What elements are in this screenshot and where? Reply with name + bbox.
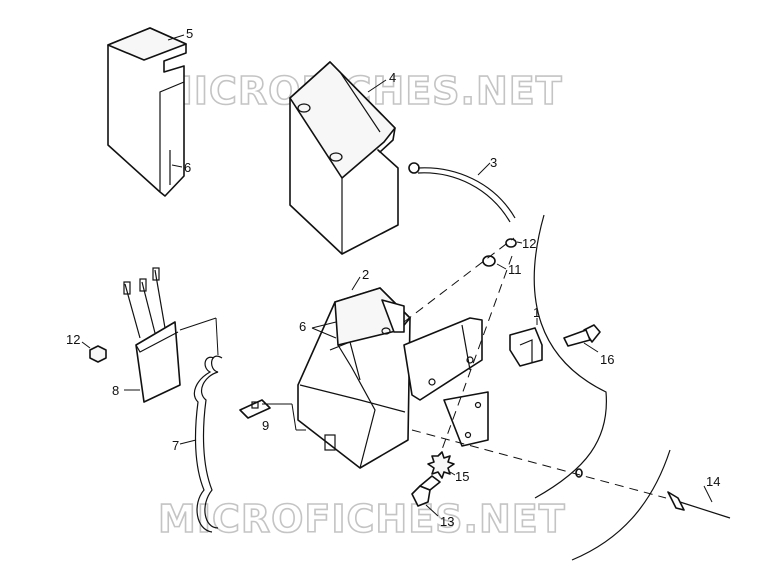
- part-9-connector: [239, 399, 306, 431]
- part-12-nut-left: [81, 341, 107, 363]
- callout-14: 14: [706, 474, 720, 489]
- part-1-clamp: [509, 318, 543, 367]
- watermark-bottom: MICROFICHES.NET: [158, 497, 566, 541]
- callout-12-left: 12: [66, 332, 80, 347]
- part-16-bolt: [563, 324, 601, 353]
- callout-2: 2: [362, 267, 369, 282]
- callout-12-right: 12: [522, 236, 536, 251]
- frame-arcs: [533, 214, 671, 561]
- part-13-bolt: [411, 475, 441, 517]
- callout-16: 16: [600, 352, 614, 367]
- alignment-lines: [403, 237, 667, 499]
- part-2-battery-box: [297, 276, 489, 469]
- callout-1: 1: [533, 305, 540, 320]
- part-8-relay: [123, 267, 219, 403]
- callout-6-upper: 6: [184, 160, 191, 175]
- part-7-cable: [179, 355, 223, 533]
- callout-13: 13: [440, 514, 454, 529]
- part-14-pin: [575, 468, 731, 519]
- part-11-12-washers: [482, 238, 523, 270]
- callout-7: 7: [172, 438, 179, 453]
- callout-6-lower: 6: [299, 319, 306, 334]
- part-15-star-washer: [427, 451, 456, 479]
- part-6-pointer-lines: [311, 321, 337, 339]
- callout-9: 9: [262, 418, 269, 433]
- callout-8: 8: [112, 383, 119, 398]
- callout-11: 11: [508, 262, 522, 277]
- callout-3: 3: [490, 155, 497, 170]
- callout-15: 15: [455, 469, 469, 484]
- part-3-vent-tube: [408, 162, 516, 223]
- part-5-battery-cover: [107, 27, 187, 197]
- callout-4: 4: [389, 70, 396, 85]
- callout-5: 5: [186, 26, 193, 41]
- part-4-battery: [289, 61, 399, 255]
